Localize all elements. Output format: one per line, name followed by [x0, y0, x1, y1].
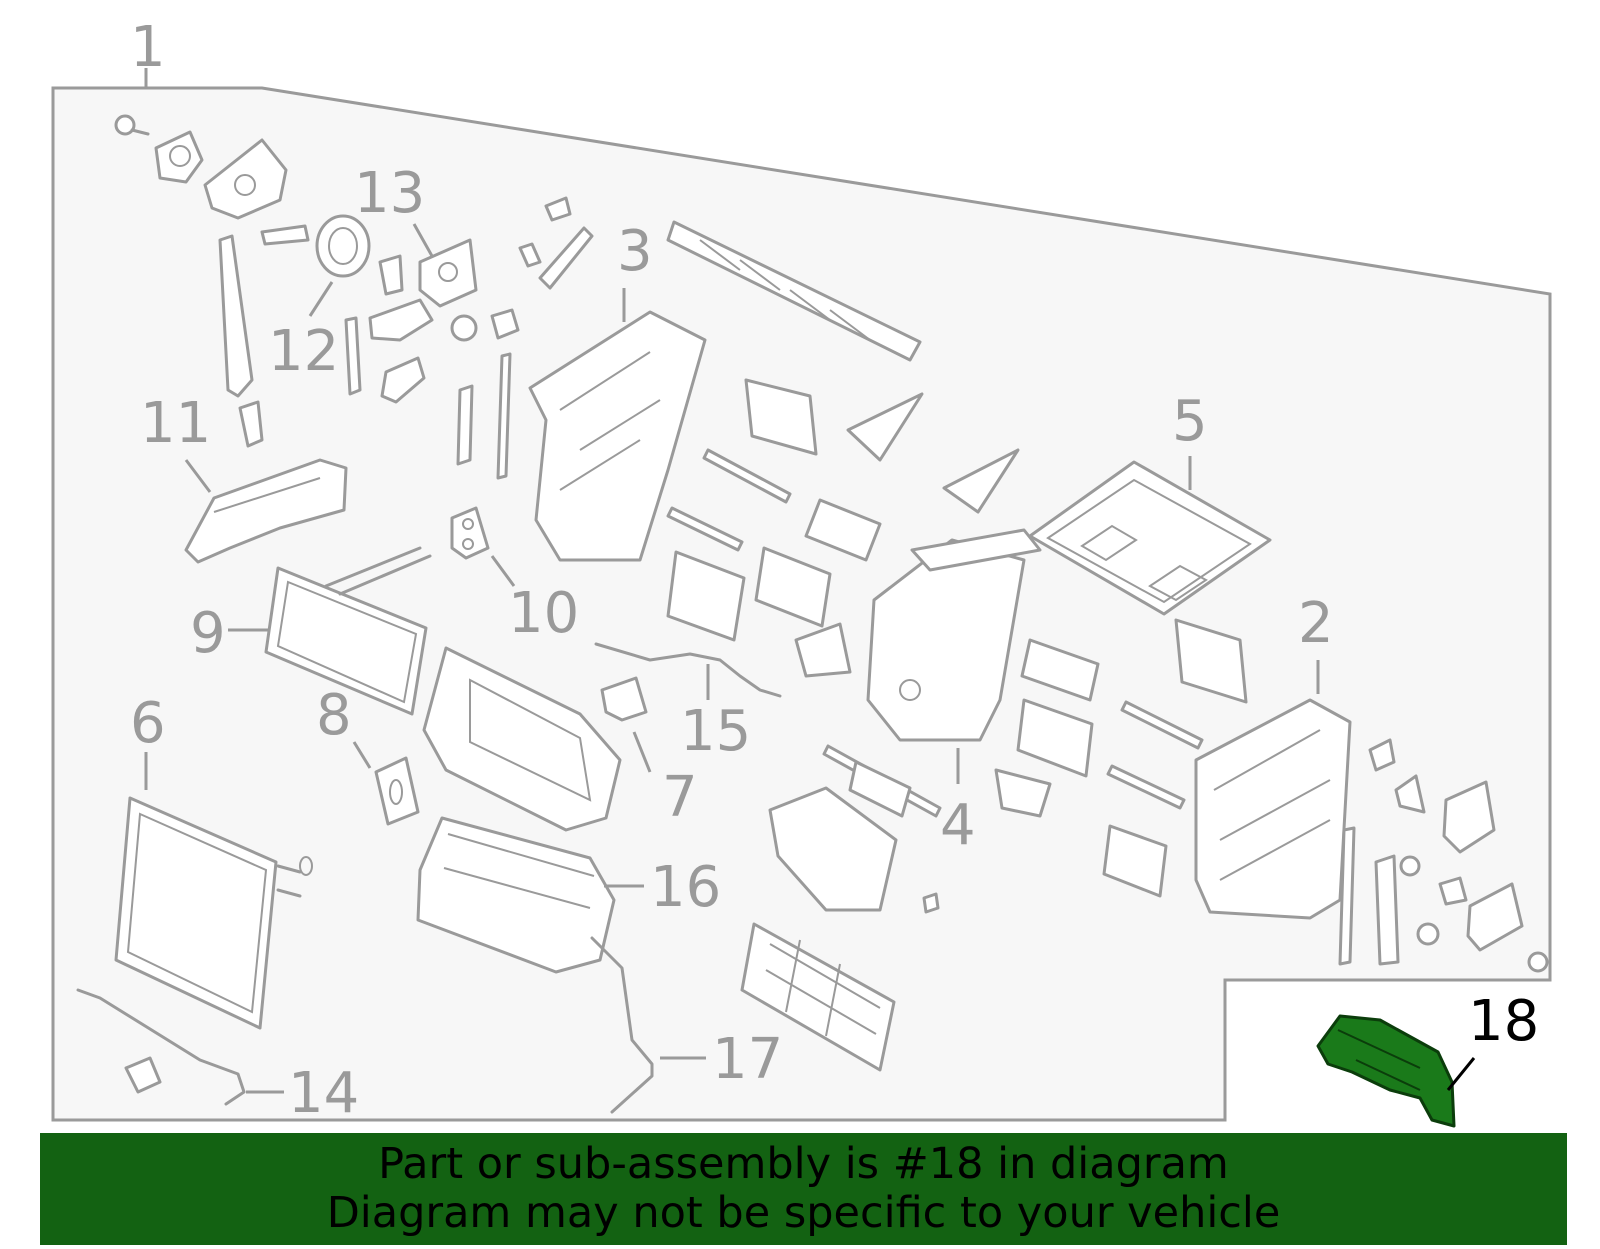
small-bracket-part — [378, 254, 404, 296]
callout-4: 4 — [940, 793, 976, 858]
pin-part — [518, 242, 542, 268]
evaporator-6-part — [114, 796, 313, 1030]
bracket-part-c — [794, 622, 852, 678]
seal-strip-part — [260, 224, 310, 246]
callout-2: 2 — [1298, 591, 1334, 656]
callout-14: 14 — [288, 1061, 359, 1126]
grommet-10-part — [450, 506, 490, 560]
actuator-right-b — [1466, 882, 1524, 952]
hose-15-part — [594, 642, 782, 698]
grommet-8-part — [374, 756, 420, 826]
heater-case-part — [422, 646, 622, 832]
rod-part-right-a — [1338, 826, 1356, 966]
actuator-part — [154, 130, 204, 184]
wedge-part-b — [942, 448, 1020, 514]
stem-part-a — [456, 384, 474, 466]
washer-part — [450, 314, 478, 342]
door-panel-d — [754, 546, 832, 628]
callout-16: 16 — [650, 855, 721, 920]
stem-part-b — [496, 352, 512, 480]
door-panel-a — [744, 378, 818, 456]
actuator-right-a — [1442, 780, 1496, 854]
door-panel-c — [666, 550, 746, 642]
callout-3: 3 — [617, 219, 653, 284]
leader-lines — [144, 223, 1476, 1094]
nut-part — [490, 308, 520, 340]
clip-part-right-a — [1368, 738, 1396, 772]
callout-6: 6 — [130, 691, 166, 756]
callout-5: 5 — [1172, 389, 1208, 454]
cap-part — [544, 196, 572, 222]
filter-strip-part — [666, 220, 922, 362]
callout-10: 10 — [508, 581, 579, 646]
wire-14-part — [76, 988, 246, 1106]
housing-left-3-part — [528, 310, 707, 562]
small-clip-part — [238, 400, 264, 448]
rod-part-right-b — [1374, 854, 1400, 966]
clip-part-b — [380, 356, 426, 404]
duct-11-part — [184, 458, 348, 564]
link-rod-part — [218, 234, 254, 398]
nut-right-a — [1438, 876, 1468, 906]
center-housing-4-part — [866, 528, 1042, 742]
shaft-part-a — [702, 448, 792, 504]
wedge-part-a — [846, 392, 924, 462]
shaft-part-c — [1120, 700, 1204, 750]
callout-8: 8 — [316, 683, 352, 748]
door-lever-part — [203, 138, 288, 220]
heater-core-9-part — [264, 546, 432, 716]
filter-bottom-part — [740, 922, 896, 1072]
duct-part-a — [994, 768, 1052, 818]
shaft-part-d — [1106, 764, 1186, 810]
callout-18: 18 — [1468, 989, 1539, 1054]
connector-14-part — [124, 1056, 162, 1094]
housing-right-2-part — [1194, 698, 1352, 920]
banner-line-1: Part or sub-assembly is #18 in diagram — [378, 1139, 1229, 1189]
callout-9: 9 — [190, 601, 226, 666]
shaft-part-b — [666, 506, 744, 552]
callout-17: 17 — [712, 1027, 783, 1092]
callout-15: 15 — [680, 699, 751, 764]
duct-part-bottom — [768, 786, 898, 912]
tube-part — [538, 226, 594, 290]
washer-right-a — [1399, 855, 1421, 877]
door-panel-f — [1174, 618, 1248, 704]
hinge-part — [368, 298, 434, 342]
callout-11: 11 — [140, 391, 211, 456]
actuator-13-part — [418, 238, 478, 308]
door-panel-g — [1016, 698, 1094, 778]
square-clip-part — [922, 892, 940, 914]
rod-part-b — [344, 316, 362, 396]
washer-right-b — [1416, 922, 1440, 946]
pipe-17-part — [590, 936, 654, 1114]
screw-part — [114, 114, 150, 136]
grommet-12-part — [315, 214, 371, 278]
callout-13: 13 — [354, 161, 425, 226]
door-panel-i — [848, 760, 912, 818]
door-panel-h — [1102, 824, 1168, 898]
fan-part-right — [1394, 774, 1426, 814]
info-banner: Part or sub-assembly is #18 in diagram D… — [40, 1133, 1567, 1245]
lower-case-16-part — [416, 816, 616, 974]
bracket-7-part — [600, 676, 648, 722]
door-panel-e — [1020, 638, 1100, 702]
screw-right — [1527, 951, 1549, 973]
door-panel-b — [804, 498, 882, 562]
highlighted-part-18[interactable] — [1316, 1014, 1456, 1128]
callout-1: 1 — [130, 15, 166, 80]
banner-line-2: Diagram may not be specific to your vehi… — [326, 1188, 1281, 1238]
callout-7: 7 — [662, 765, 698, 830]
callout-12: 12 — [268, 319, 339, 384]
filter-5-part — [1028, 460, 1272, 616]
